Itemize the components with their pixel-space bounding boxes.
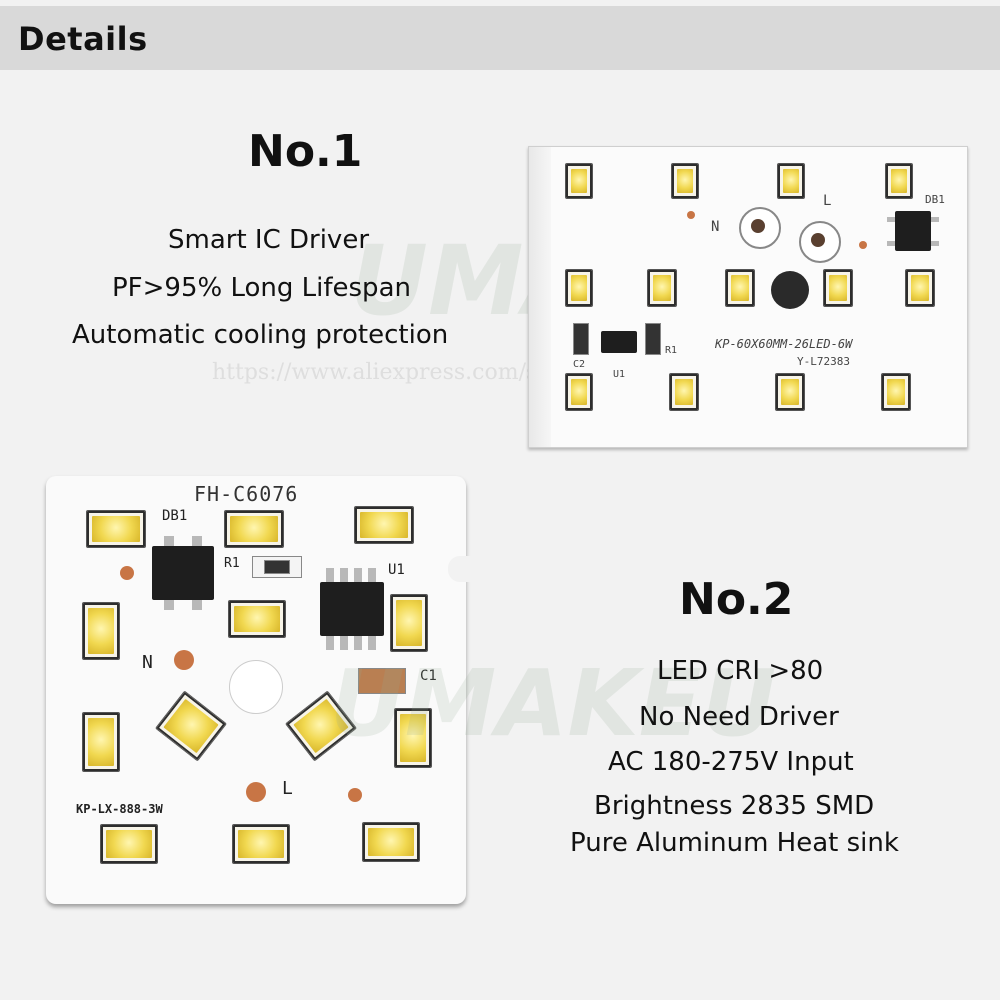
section2-feature-5: Pure Aluminum Heat sink [570,828,899,858]
watermark-brand-bottom: UMAKEU [330,650,777,757]
resistor-body [264,560,290,574]
section2-feature-2: No Need Driver [639,702,839,732]
label-c2: C2 [573,359,586,370]
label-db1: DB1 [162,508,188,524]
chip-pin [340,568,348,582]
section2-title: No.2 [679,574,794,625]
led-board-photo-1: N L DB1 C2 U1 R1 KP-60X60MM-26LED-6W Y-L… [528,146,968,448]
chip-pin [354,568,362,582]
led-chip [228,600,286,638]
mount-hole [739,207,781,249]
chip-pin [326,636,334,650]
board-edge [529,147,551,447]
resistor-r1 [645,323,661,355]
chip-pin [340,636,348,650]
led-chip [86,510,146,548]
led-chip [154,690,228,762]
chip-pin [887,217,895,222]
led-chip [565,373,593,411]
led-chip [775,373,805,411]
led-chip [362,822,420,862]
driver-ic-chip [601,331,637,353]
led-chip [100,824,158,864]
section1-feature-1: Smart IC Driver [168,225,370,255]
label-l: L [823,193,832,209]
label-n: N [711,219,720,235]
page-title: Details [18,20,148,58]
capacitor-c1 [358,668,406,694]
solder-pad [120,566,134,580]
header-bar: Details [0,6,1000,70]
board-code: Y-L72383 [797,355,850,368]
led-chip [885,163,913,199]
led-chip [669,373,699,411]
section2-feature-4: Brightness 2835 SMD [594,791,875,821]
section1-feature-3: Automatic cooling protection [72,320,449,350]
chip-pin [354,636,362,650]
solder-pad [174,650,194,670]
chip-pin [192,600,202,610]
solder-pad [751,219,765,233]
chip-pin [368,636,376,650]
chip-pin [887,241,895,246]
section1-feature-2: PF>95% Long Lifespan [112,273,411,303]
center-pad [771,271,809,309]
chip-pin [931,217,939,222]
led-chip [725,269,755,307]
board-notch [448,556,472,582]
led-chip [224,510,284,548]
led-chip [777,163,805,199]
chip-pin [368,568,376,582]
model-label: KP-LX-888-3W [76,802,163,816]
solder-pad [348,788,362,802]
bridge-rectifier-chip [895,211,931,251]
board-label: FH-C6076 [194,482,299,506]
chip-pin [931,241,939,246]
solder-pad [687,211,695,219]
capacitor-c2 [573,323,589,355]
led-chip [354,506,414,544]
section1-title: No.1 [248,126,363,177]
label-u1: U1 [388,562,405,578]
chip-pin [164,600,174,610]
label-n: N [142,652,153,673]
label-u1: U1 [613,369,626,380]
led-chip [82,712,120,772]
led-chip [881,373,911,411]
section2-feature-3: AC 180-275V Input [608,747,854,777]
solder-pad [246,782,266,802]
led-chip [565,163,593,199]
section2-feature-1: LED CRI >80 [657,656,824,686]
label-r1: R1 [665,345,678,356]
led-chip [565,269,593,307]
driver-ic-chip [320,582,384,636]
label-r1: R1 [224,556,240,571]
center-mount-hole [229,660,283,714]
led-chip [905,269,935,307]
led-chip [823,269,853,307]
solder-pad [859,241,867,249]
led-chip [390,594,428,652]
led-board-photo-2: FH-C6076 DB1 R1 U1 N C1 L KP-LX-888-3W [46,476,466,904]
chip-pin [192,536,202,546]
led-chip [671,163,699,199]
bridge-rectifier-chip [152,546,214,600]
solder-pad [811,233,825,247]
led-chip [82,602,120,660]
label-db1: DB1 [925,193,945,206]
led-chip [394,708,432,768]
board-label: KP-60X60MM-26LED-6W [715,337,853,351]
label-l: L [282,778,293,799]
led-chip [647,269,677,307]
led-chip [232,824,290,864]
chip-pin [164,536,174,546]
label-c1: C1 [420,668,437,684]
chip-pin [326,568,334,582]
